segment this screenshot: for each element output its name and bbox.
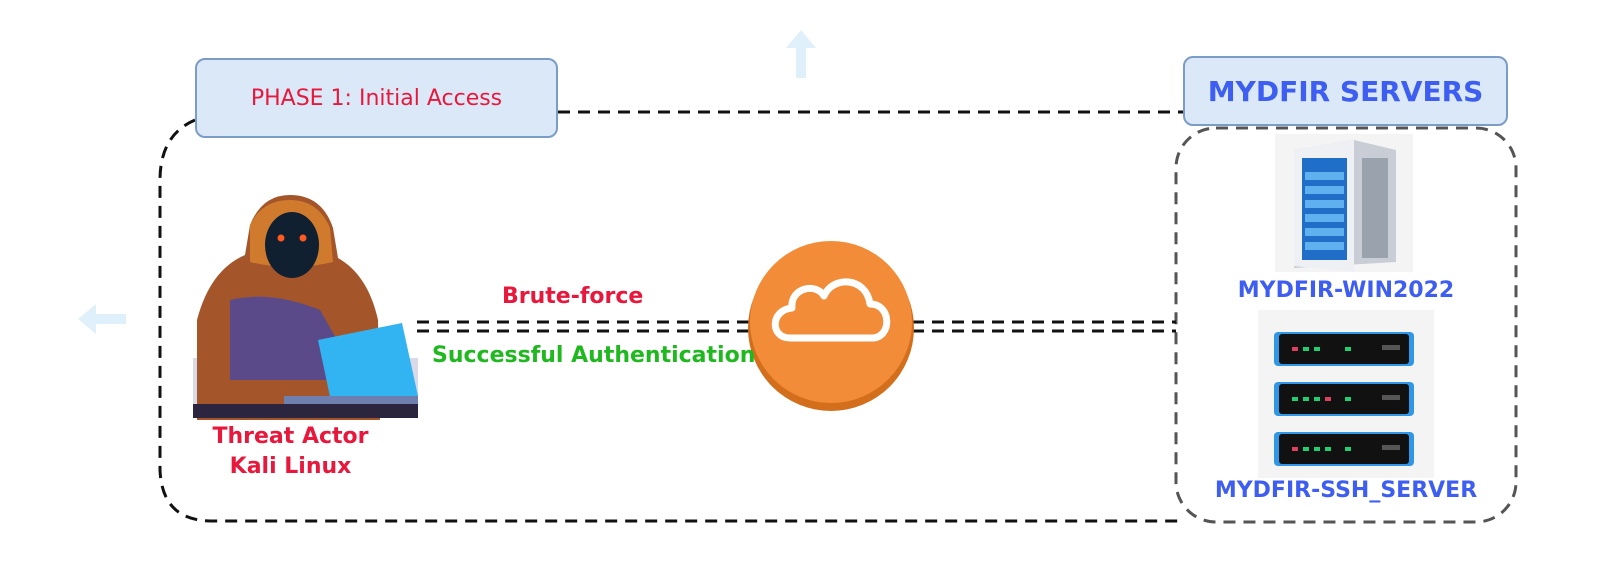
arrow-left-icon — [78, 304, 126, 334]
brute-force-label: Brute-force — [502, 284, 644, 309]
threat-actor-os: Kali Linux — [229, 454, 352, 479]
cloud-icon — [748, 241, 914, 411]
arrow-up-icon — [786, 30, 816, 78]
hooded-hacker-laptop-icon — [193, 195, 418, 420]
rack-server-icon — [1258, 310, 1434, 478]
server-label-ssh: MYDFIR-SSH_SERVER — [1214, 478, 1478, 503]
phase-boundary — [158, 118, 1178, 523]
windows-server-tower-icon — [1275, 134, 1413, 272]
phase-title: PHASE 1: Initial Access — [250, 85, 503, 111]
servers-group-title-box: MYDFIR SERVERS — [1183, 56, 1508, 126]
servers-group-title: MYDFIR SERVERS — [1207, 74, 1484, 108]
server-group-boundary — [1174, 126, 1518, 524]
server-label-win2022: MYDFIR-WIN2022 — [1237, 278, 1455, 303]
successful-auth-label: Successful Authentication — [432, 343, 756, 368]
phase-title-box: PHASE 1: Initial Access — [195, 58, 558, 138]
threat-actor-label: Threat Actor Kali Linux — [203, 422, 378, 482]
threat-actor-name: Threat Actor — [212, 424, 369, 449]
